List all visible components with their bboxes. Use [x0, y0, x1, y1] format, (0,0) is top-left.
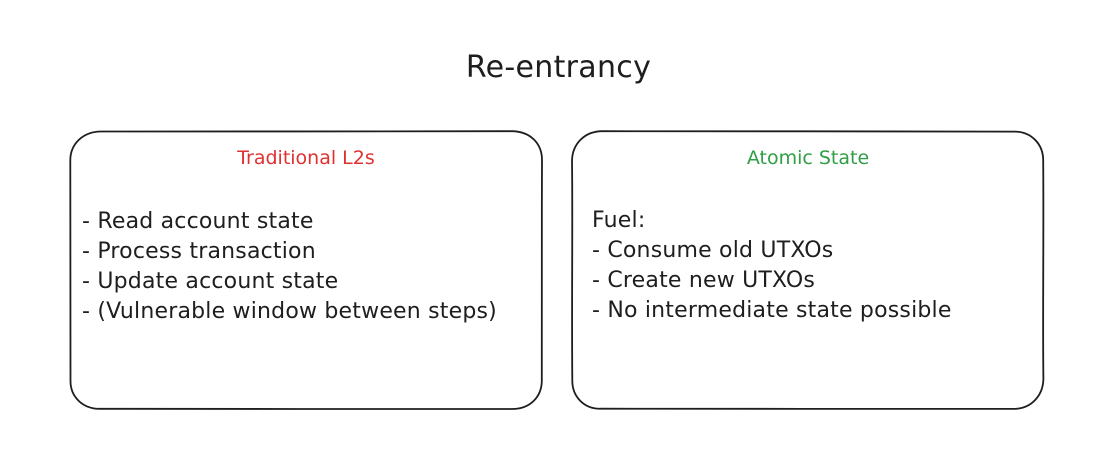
step-line: - Consume old UTXOs [592, 238, 834, 263]
step-line: - Read account state [82, 209, 314, 234]
traditional-l2s-steps: - Read account state - Process transacti… [82, 207, 534, 327]
step-line: Fuel: [592, 208, 646, 233]
step-line: - Process transaction [82, 239, 316, 264]
step-line: - Update account state [82, 269, 339, 294]
atomic-state-panel: Atomic State Fuel: - Consume old UTXOs -… [572, 131, 1044, 409]
step-line: - Create new UTXOs [592, 268, 816, 293]
step-line: - No intermediate state possible [592, 298, 952, 323]
atomic-state-heading: Atomic State [746, 147, 870, 169]
traditional-l2s-heading: Traditional L2s [237, 147, 375, 169]
diagram-title: Re-entrancy [465, 50, 652, 85]
atomic-state-steps: Fuel: - Consume old UTXOs - Create new U… [592, 206, 1036, 326]
traditional-l2s-panel: Traditional L2s - Read account state - P… [70, 131, 542, 409]
step-line: - (Vulnerable window between steps) [82, 299, 497, 324]
